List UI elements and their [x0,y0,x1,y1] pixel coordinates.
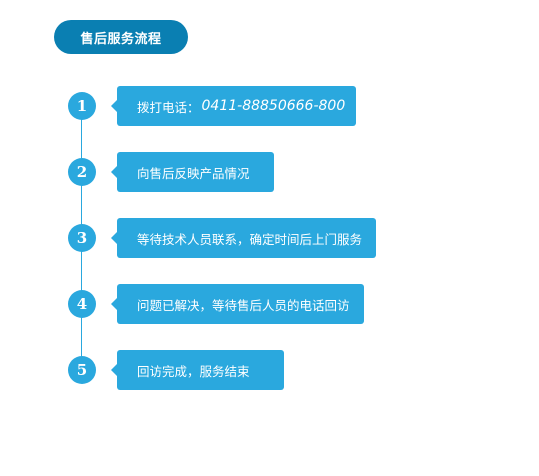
step-number-4: 4 [68,290,96,318]
step-label: 向售后反映产品情况 [137,165,250,181]
step-number-2: 2 [68,158,96,186]
step-box-3: 等待技术人员联系，确定时间后上门服务 [111,218,376,258]
step-label: 拨打电话： [137,99,200,115]
step-number-5: 5 [68,356,96,384]
step-box-4: 问题已解决，等待售后人员的电话回访 [111,284,364,324]
step-number-1: 1 [68,92,96,120]
phone-number: 0411-88850666-800 [201,98,346,114]
step-box-1: 拨打电话： 0411-88850666-800 [111,86,356,126]
step-label: 回访完成，服务结束 [137,363,250,379]
step-label: 问题已解决，等待售后人员的电话回访 [137,297,350,313]
step-box-2: 向售后反映产品情况 [111,152,274,192]
page-title: 售后服务流程 [54,20,188,54]
step-number-3: 3 [68,224,96,252]
step-box-5: 回访完成，服务结束 [111,350,284,390]
step-label: 等待技术人员联系，确定时间后上门服务 [137,231,363,247]
